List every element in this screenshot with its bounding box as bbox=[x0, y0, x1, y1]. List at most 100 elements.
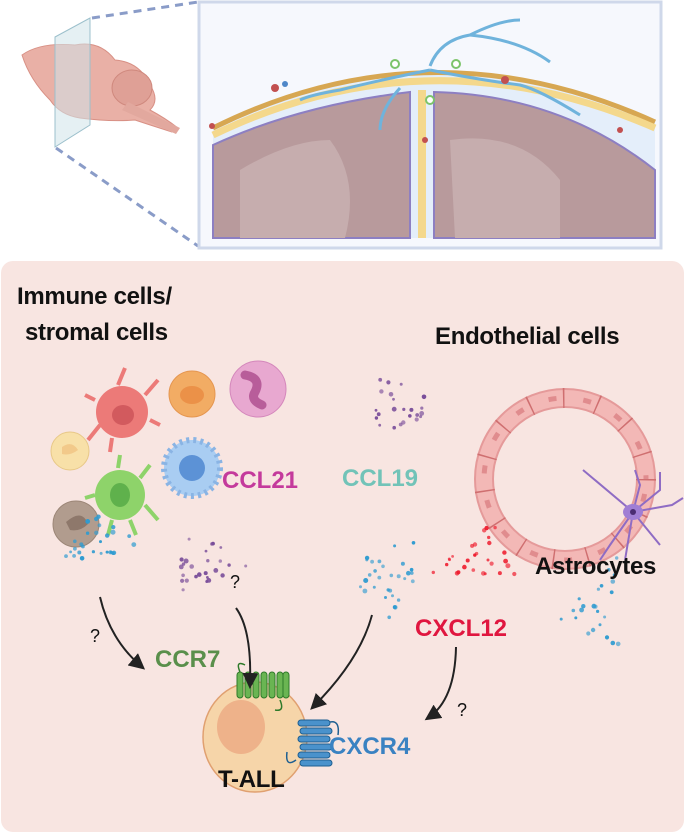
arrow-immune-to-ccr7 bbox=[99, 596, 146, 670]
zoom-guide-line bbox=[91, 0, 199, 20]
chemokine-dot bbox=[373, 569, 377, 573]
chemokine-dot bbox=[474, 551, 479, 556]
chemokine-dot bbox=[489, 561, 494, 566]
chemokine-dot bbox=[502, 550, 507, 555]
chemokine-dot bbox=[131, 542, 137, 547]
immune-cells-label-line1: Immune cells/ bbox=[17, 283, 172, 310]
question-mark: ? bbox=[90, 626, 101, 646]
chemokine-dot bbox=[180, 578, 185, 583]
chemokine-dot bbox=[109, 550, 113, 554]
chemokine-dot bbox=[391, 594, 394, 598]
chemokine-dot bbox=[127, 534, 132, 538]
chemokine-dot bbox=[399, 382, 403, 386]
question-mark: ? bbox=[457, 700, 468, 720]
chemokine-dot bbox=[419, 415, 423, 419]
chemokine-dot bbox=[400, 561, 405, 566]
chemokine-dot bbox=[111, 525, 116, 530]
immune-cells-label-line2: stromal cells bbox=[25, 319, 168, 346]
chemokine-dot bbox=[409, 407, 414, 412]
chemokine-dot bbox=[571, 608, 576, 613]
chemokine-dot bbox=[599, 584, 603, 588]
cxcr4-receptor bbox=[285, 719, 340, 767]
chemokine-dot bbox=[105, 550, 109, 554]
chemokine-dot bbox=[91, 550, 95, 554]
chemokine-dot bbox=[85, 531, 90, 535]
chemokine-dot bbox=[465, 558, 470, 563]
chemokine-dot bbox=[73, 546, 77, 551]
chemokine-dot bbox=[376, 412, 381, 417]
chemokine-dot bbox=[445, 562, 449, 567]
chemokine-dot bbox=[448, 558, 451, 562]
chemokine-dot bbox=[487, 535, 491, 540]
chemokine-dot bbox=[99, 551, 103, 555]
t-all-label: T-ALL bbox=[218, 766, 285, 793]
dendritic-cell-green bbox=[84, 454, 160, 536]
chemokine-dot bbox=[615, 641, 621, 647]
blood-vessel-endothelial-ring bbox=[474, 388, 656, 570]
chemokine-dot bbox=[581, 604, 586, 609]
ccl19-label: CCL19 bbox=[342, 465, 419, 492]
chemokine-dot bbox=[227, 563, 231, 567]
chemokine-dot bbox=[219, 546, 223, 549]
chemokine-dot bbox=[598, 623, 602, 627]
chemokine-dot bbox=[379, 389, 384, 394]
chemokine-dot bbox=[96, 514, 101, 519]
chemokine-dot bbox=[596, 609, 600, 614]
chemokine-dot bbox=[203, 571, 208, 576]
chemokine-dot bbox=[471, 568, 476, 572]
chemokine-dot bbox=[415, 413, 420, 417]
immune-cells-cluster bbox=[50, 360, 287, 548]
chemokine-dot bbox=[604, 635, 610, 640]
chemokine-dot bbox=[372, 585, 376, 589]
chemokine-dot bbox=[593, 604, 598, 609]
chemokine-dot bbox=[431, 570, 435, 575]
chemokine-dot bbox=[603, 615, 607, 619]
chemokine-dot bbox=[359, 585, 362, 589]
chemokine-dot bbox=[590, 627, 596, 633]
chemokine-dot bbox=[365, 558, 369, 562]
chemokine-dot bbox=[189, 564, 194, 569]
chemokine-dot bbox=[410, 579, 415, 584]
chemokine-dot bbox=[64, 554, 68, 558]
chemokine-dot bbox=[493, 525, 497, 530]
chemokine-dot bbox=[377, 559, 382, 564]
chemokine-dot bbox=[609, 590, 614, 595]
chemokine-dot bbox=[419, 411, 425, 416]
chemokine-dot bbox=[181, 573, 185, 578]
chemokine-dot bbox=[178, 564, 184, 570]
astrocyte-cell bbox=[582, 469, 684, 561]
endothelial-cells-label: Endothelial cells bbox=[435, 323, 620, 350]
chemokine-dot bbox=[462, 564, 467, 570]
mouse-brain-illustration bbox=[21, 17, 180, 148]
chemokine-dot bbox=[586, 631, 591, 636]
ccl21-label: CCL21 bbox=[222, 467, 299, 494]
chemokine-dot bbox=[389, 573, 394, 578]
chemokine-dot bbox=[206, 576, 209, 579]
chemokine-dot bbox=[392, 605, 397, 610]
zoom-guide-line bbox=[55, 146, 199, 248]
question-mark: ? bbox=[230, 572, 241, 592]
chemokine-dot bbox=[396, 598, 401, 602]
basophil-brown bbox=[52, 500, 100, 548]
chemokine-dot bbox=[374, 416, 379, 420]
chemokine-dot bbox=[94, 530, 99, 535]
chemokine-dot bbox=[367, 573, 372, 577]
chemokine-dot bbox=[392, 397, 395, 401]
chemokine-dot bbox=[99, 540, 102, 544]
chemokine-dot bbox=[392, 425, 397, 430]
chemokine-dot bbox=[420, 406, 424, 410]
chemokine-dot bbox=[111, 550, 117, 555]
astrocytes-label: Astrocytes bbox=[535, 553, 657, 580]
chemokine-dot bbox=[363, 578, 369, 583]
chemokine-dot bbox=[97, 523, 102, 528]
monocyte-orange bbox=[168, 370, 216, 418]
chemokine-dot bbox=[218, 559, 222, 563]
chemokine-dot bbox=[472, 542, 478, 547]
chemokine-dot bbox=[396, 574, 401, 579]
chemokine-dot bbox=[220, 573, 225, 578]
chemokine-dot bbox=[387, 615, 392, 620]
chemokine-dot bbox=[213, 568, 219, 573]
chemokine-dot bbox=[77, 550, 82, 555]
chemokine-dot bbox=[85, 519, 91, 524]
